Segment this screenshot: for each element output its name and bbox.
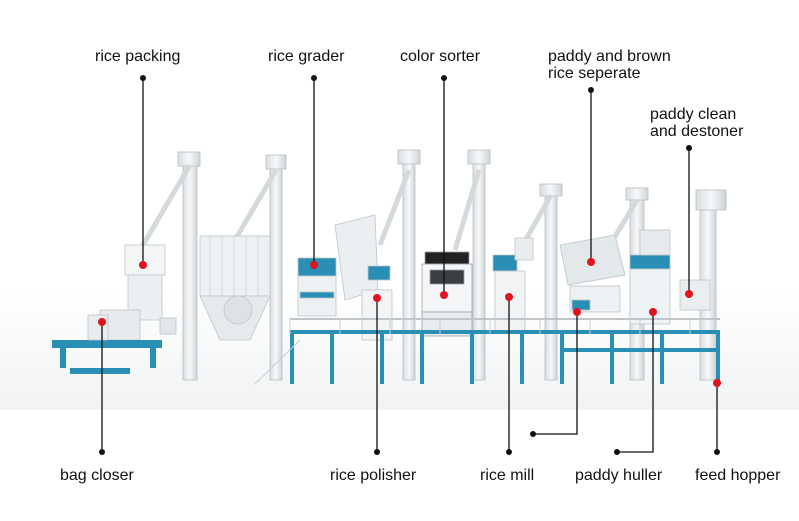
dot-rice-packing	[140, 75, 146, 81]
dot-huller-b	[649, 308, 657, 316]
dot-color-sorter	[441, 75, 447, 81]
label-rice-mill: rice mill	[480, 467, 535, 484]
dot-mill	[506, 449, 512, 455]
dot-mill-machine	[505, 293, 513, 301]
railings	[254, 318, 691, 385]
dot-rice-grader	[311, 75, 317, 81]
label-color-sorter: color sorter	[400, 48, 481, 65]
label-rice-packing: rice packing	[95, 48, 181, 65]
label-bag-closer: bag closer	[60, 467, 134, 484]
dot-huller-b-end	[614, 449, 620, 455]
label-rice-polisher: rice polisher	[330, 467, 417, 484]
dot-separator-machine	[587, 258, 595, 266]
label-paddy-clean-line2: and destoner	[650, 123, 744, 140]
storage-bin	[199, 235, 271, 341]
label-paddy-clean-line1: paddy clean	[650, 106, 737, 123]
callout-dots	[98, 75, 721, 455]
dot-huller-a	[573, 308, 581, 316]
label-feed-hopper: feed hopper	[695, 467, 781, 484]
dot-feed-hopper-machine	[713, 379, 721, 387]
label-paddy-clean-destoner: paddy clean and destoner	[650, 106, 743, 140]
dot-rice-packing-machine	[139, 261, 147, 269]
packing-machine	[99, 244, 177, 341]
label-paddy-brown-separate: paddy and brown rice seperate	[548, 48, 671, 82]
huller-cleaner-machine	[629, 229, 711, 325]
dot-huller-a-end	[530, 431, 536, 437]
dot-bag-closer	[99, 449, 105, 455]
separator-machine	[559, 234, 626, 313]
mill-machine	[492, 237, 534, 332]
chutes	[137, 163, 640, 252]
dot-rice-grader-machine	[310, 261, 318, 269]
dot-cleaner	[686, 145, 692, 151]
dot-feed-hopper	[714, 449, 720, 455]
dot-polisher-machine	[373, 294, 381, 302]
dot-color-sorter-machine	[440, 291, 448, 299]
label-paddy-huller: paddy huller	[575, 467, 663, 484]
leader-lines	[101, 78, 718, 453]
dot-bag-closer-machine	[98, 318, 106, 326]
label-paddy-brown-line2: rice seperate	[548, 65, 641, 82]
dot-separator	[588, 87, 594, 93]
dot-polisher	[374, 449, 380, 455]
dot-cleaner-machine	[685, 290, 693, 298]
label-paddy-brown-line1: paddy and brown	[548, 48, 671, 65]
label-rice-grader: rice grader	[268, 48, 345, 65]
platforms	[290, 318, 720, 384]
